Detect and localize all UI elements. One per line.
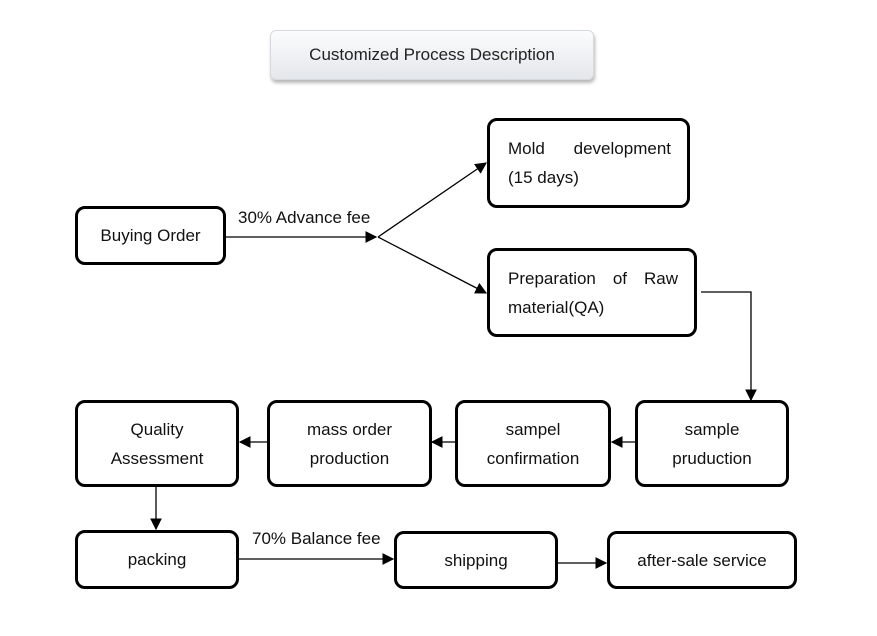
node-packing: packing xyxy=(75,530,239,589)
node-shipping: shipping xyxy=(394,531,558,589)
node-buying-order: Buying Order xyxy=(75,206,226,265)
node-sample-production: sample pruduction xyxy=(635,400,789,487)
arrow-to-raw-material xyxy=(377,236,488,294)
node-raw-material: Preparation of Raw material(QA) xyxy=(487,248,697,337)
node-sample-confirmation: sampel confirmation xyxy=(455,400,611,487)
diagram-title: Customized Process Description xyxy=(270,30,594,80)
label-balance-fee: 70% Balance fee xyxy=(252,529,381,548)
arrow-raw-to-sample xyxy=(701,291,757,402)
node-quality-assessment: Quality Assessment xyxy=(75,400,239,487)
label-advance-fee: 30% Advance fee xyxy=(238,208,371,227)
node-after-sale: after-sale service xyxy=(607,531,797,589)
node-mold-development: Mold development (15 days) xyxy=(487,118,690,208)
node-mass-production: mass order production xyxy=(267,400,432,487)
arrow-to-mold xyxy=(377,162,487,238)
